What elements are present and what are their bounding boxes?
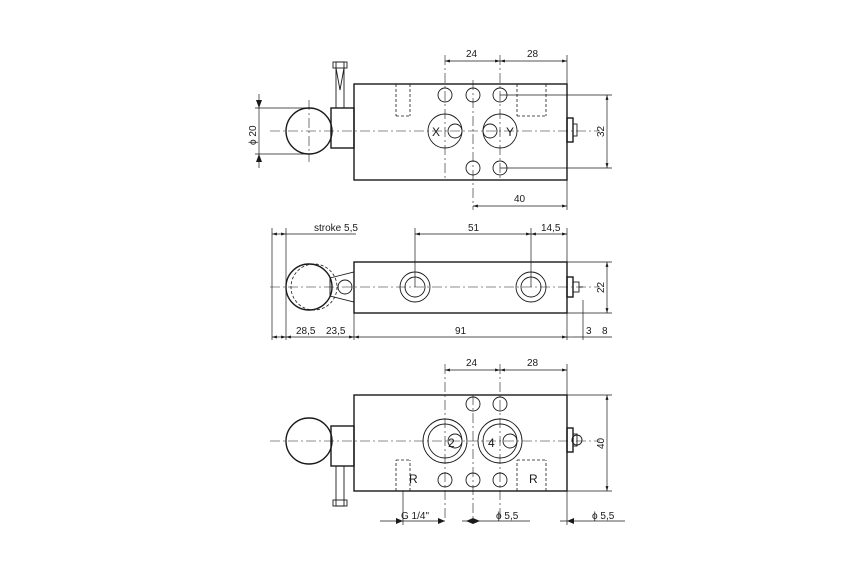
top-dim-24: 24 [466,49,478,60]
side-dim-3: 3 [586,326,592,337]
bottom-dim-24: 24 [466,358,478,369]
side-dim-22: 22 [596,281,607,293]
bottom-dim-phi55-b: ϕ 5,5 [592,511,615,522]
side-dim-stroke: stroke 5,5 [314,223,358,234]
bottom-dim-phi55-a: ϕ 5,5 [496,511,519,522]
bottom-dim-40: 40 [596,437,607,449]
port-r-left-label: R [409,472,418,486]
top-view: X Y 24 28 40 32 ϕ 20 [248,49,612,210]
port-4-label: 4 [488,436,495,450]
side-dim-23-5: 23,5 [326,326,346,337]
side-view: stroke 5,5 51 14,5 22 28,5 23,5 91 3 8 [270,223,612,340]
side-dim-91: 91 [455,326,467,337]
top-dim-phi20: ϕ 20 [248,125,259,145]
side-dim-28-5: 28,5 [296,326,316,337]
port-2-label: 2 [448,436,455,450]
side-dim-14-5: 14,5 [541,223,561,234]
top-dim-32: 32 [596,125,607,137]
port-x-label: X [432,125,440,139]
bottom-view: 2 4 R R 24 28 40 G 1/4" ϕ 5,5 ϕ 5,5 [270,358,625,525]
bottom-dim-g14: G 1/4" [401,511,429,522]
side-valve-body [353,261,568,314]
port-y-label: Y [506,125,514,139]
top-lever-housing [330,107,355,149]
top-end-plug [566,117,574,143]
top-dim-40: 40 [514,194,526,205]
port-r-right-label: R [529,472,538,486]
top-valve-body [353,83,568,181]
top-dim-28: 28 [527,49,539,60]
bottom-dim-28: 28 [527,358,539,369]
side-dim-8: 8 [602,326,608,337]
side-dim-51: 51 [468,223,480,234]
